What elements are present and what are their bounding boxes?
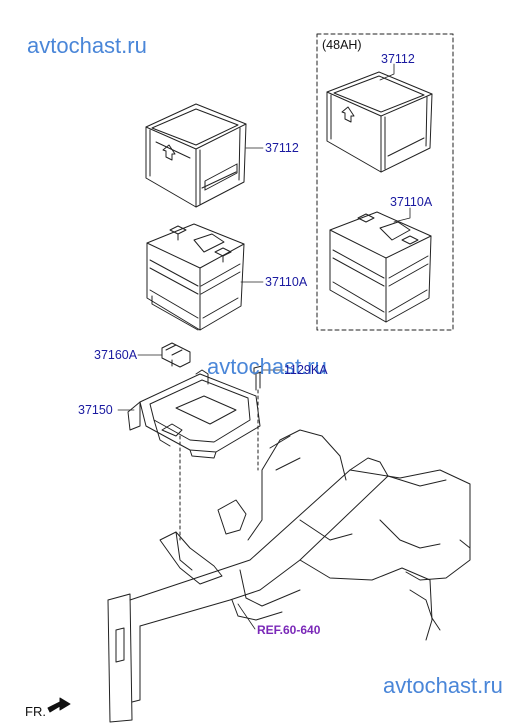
watermark-bottom-right: avtochast.ru — [383, 673, 503, 698]
option-box-label: (48AH) — [322, 38, 362, 52]
battery-drawing — [146, 223, 245, 331]
part-number-tray-main[interactable]: 37112 — [265, 141, 299, 155]
part-number-bolt[interactable]: 1129KA — [284, 363, 328, 377]
battery-tray-48ah-drawing — [326, 71, 433, 173]
watermark-top-left: avtochast.ru — [27, 33, 147, 58]
battery-48ah-drawing — [329, 211, 432, 323]
option-box — [316, 33, 454, 331]
watermark-middle: avtochast.ru — [207, 354, 327, 379]
battery-tray-drawing — [145, 103, 247, 208]
bolt-drawing — [253, 365, 263, 471]
vehicle-frame-drawing — [107, 429, 471, 723]
part-number-clamp[interactable]: 37160A — [94, 348, 138, 362]
part-number-battery-main[interactable]: 37110A — [265, 275, 308, 289]
part-number-tray-48ah[interactable]: 37112 — [381, 52, 415, 66]
leader-lines — [117, 63, 411, 630]
battery-clamp-drawing — [161, 342, 191, 368]
front-direction-label: FR. — [25, 704, 46, 719]
part-number-bracket[interactable]: 37150 — [78, 403, 113, 417]
battery-bracket-drawing — [127, 369, 261, 541]
reference-link[interactable]: REF.60-640 — [257, 623, 321, 637]
part-number-battery-48ah[interactable]: 37110A — [390, 195, 433, 209]
front-direction-arrow-icon — [47, 697, 71, 713]
